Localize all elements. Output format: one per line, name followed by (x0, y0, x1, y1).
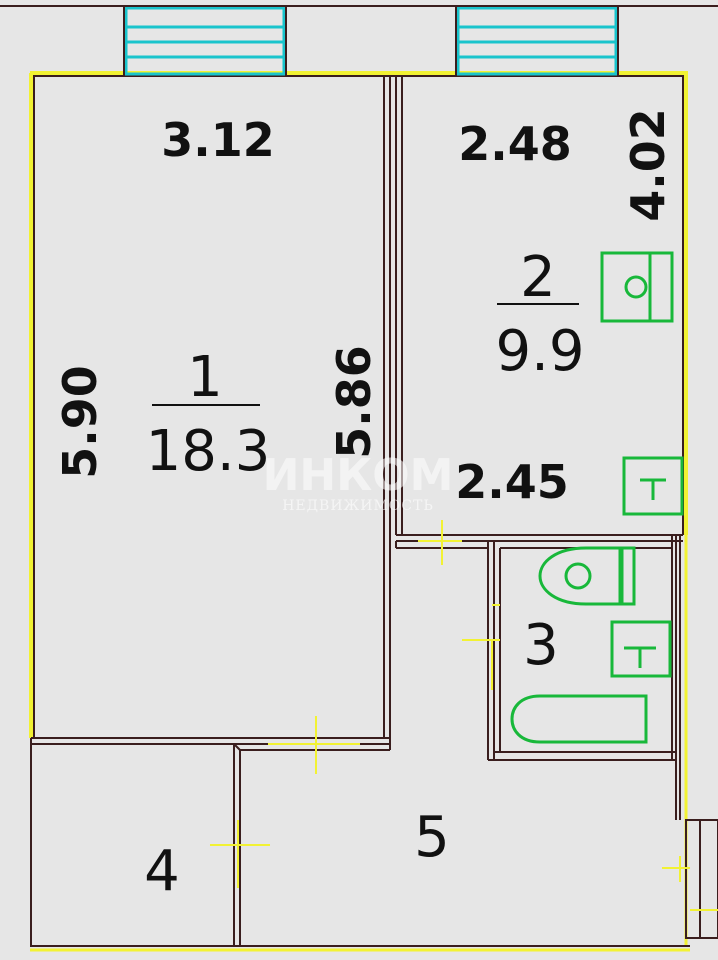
room2-number: 2 (520, 245, 556, 310)
room4-number: 4 (144, 839, 180, 904)
room1-length-right-dimension: 5.86 (327, 345, 381, 459)
room2-area: 9.9 (495, 319, 584, 384)
room2-width-bottom-dimension: 2.45 (455, 455, 569, 509)
window-frame-lines (0, 5, 718, 76)
window-icon (456, 6, 618, 76)
room2-length-dimension: 4.02 (621, 108, 675, 222)
bathtub-icon (510, 694, 648, 744)
room1-length-left-dimension: 5.90 (53, 365, 107, 479)
watermark-brand: ИНКОМ (263, 450, 454, 501)
sink-icon (610, 620, 672, 678)
outer-walls (29, 71, 718, 952)
room2-width-top-dimension: 2.48 (458, 117, 572, 171)
room1-width-dimension: 3.12 (161, 113, 275, 167)
door-tick-icon (210, 520, 500, 888)
room5-number: 5 (414, 805, 450, 870)
room1-area: 18.3 (146, 419, 271, 484)
room1-number: 1 (187, 345, 223, 410)
stove-icon (622, 456, 684, 516)
room3-number: 3 (523, 613, 559, 678)
radiator-icon (600, 251, 674, 323)
watermark-tagline: НЕДВИЖИМОСТЬ (282, 498, 434, 514)
window-icon (124, 6, 286, 76)
toilet-icon (538, 546, 636, 606)
